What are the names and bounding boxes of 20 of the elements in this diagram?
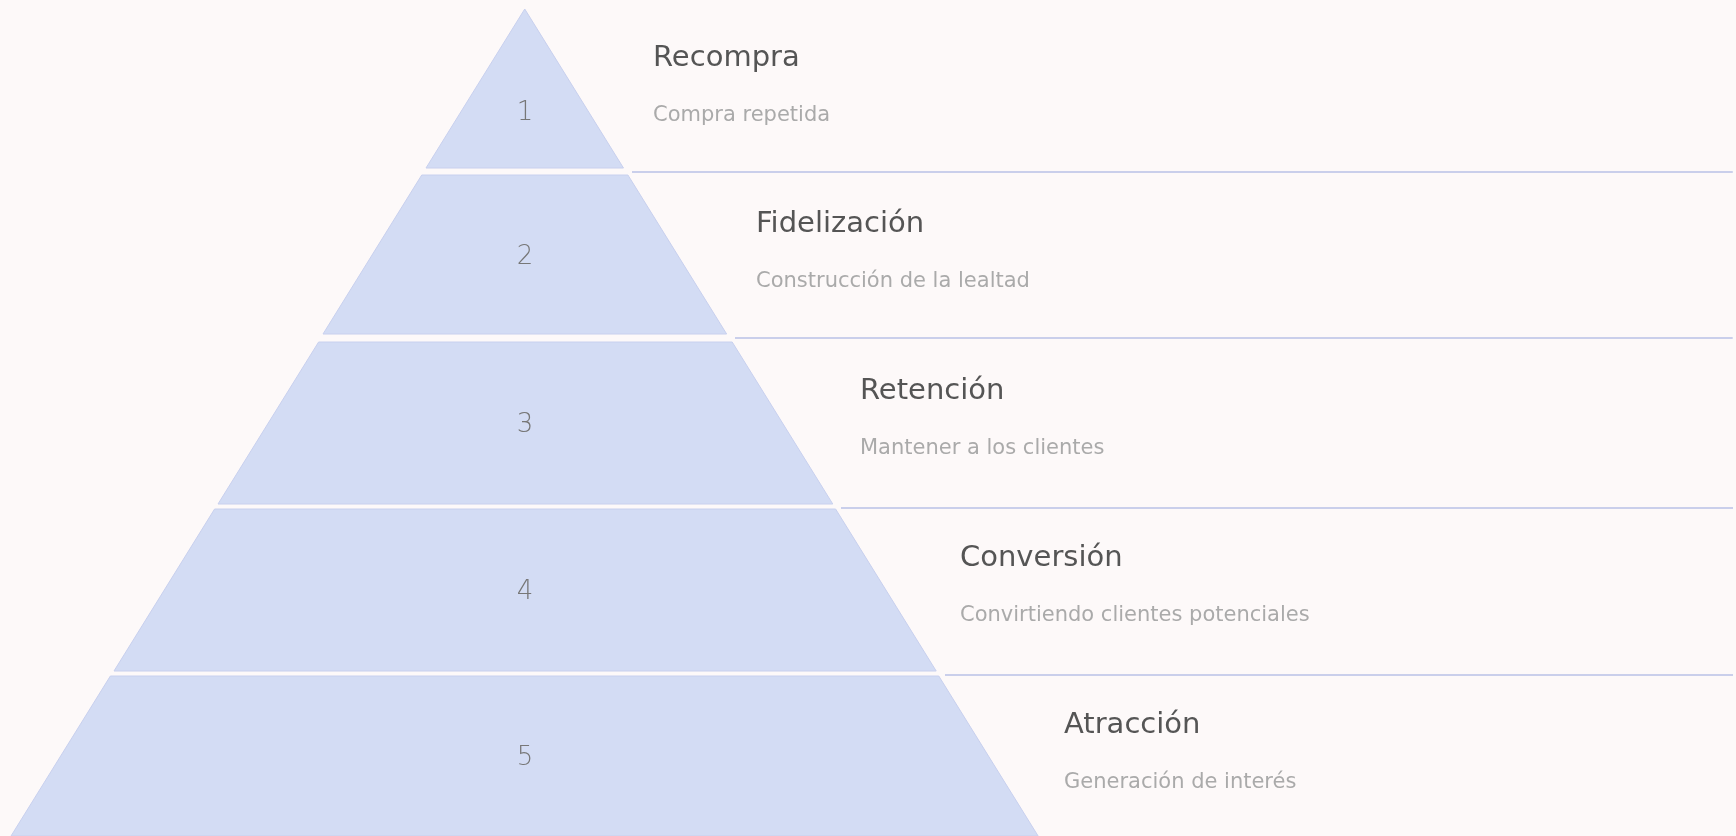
level-number: 2 (516, 239, 534, 270)
stage-description: Construcción de la lealtad (756, 268, 1030, 292)
stage-description: Generación de interés (1064, 769, 1297, 793)
level-number: 4 (516, 575, 534, 605)
level-number: 3 (516, 408, 534, 438)
stage-description: Convirtiendo clientes potenciales (960, 602, 1310, 626)
stage-title: Atracción (1064, 706, 1201, 740)
level-number: 1 (516, 95, 534, 126)
stage-title: Retención (860, 372, 1005, 406)
stage-title: Conversión (960, 539, 1123, 573)
pyramid-level (113, 509, 937, 671)
stage-description: Compra repetida (653, 102, 831, 126)
stage-description: Mantener a los clientes (860, 435, 1105, 459)
pyramid-level (217, 342, 833, 504)
stage-title: Recompra (653, 39, 800, 73)
pyramid-level (323, 175, 727, 334)
pyramid-level (426, 9, 624, 168)
pyramid-level (11, 676, 1039, 836)
level-number: 5 (516, 741, 534, 771)
stage-title: Fidelización (756, 205, 925, 239)
